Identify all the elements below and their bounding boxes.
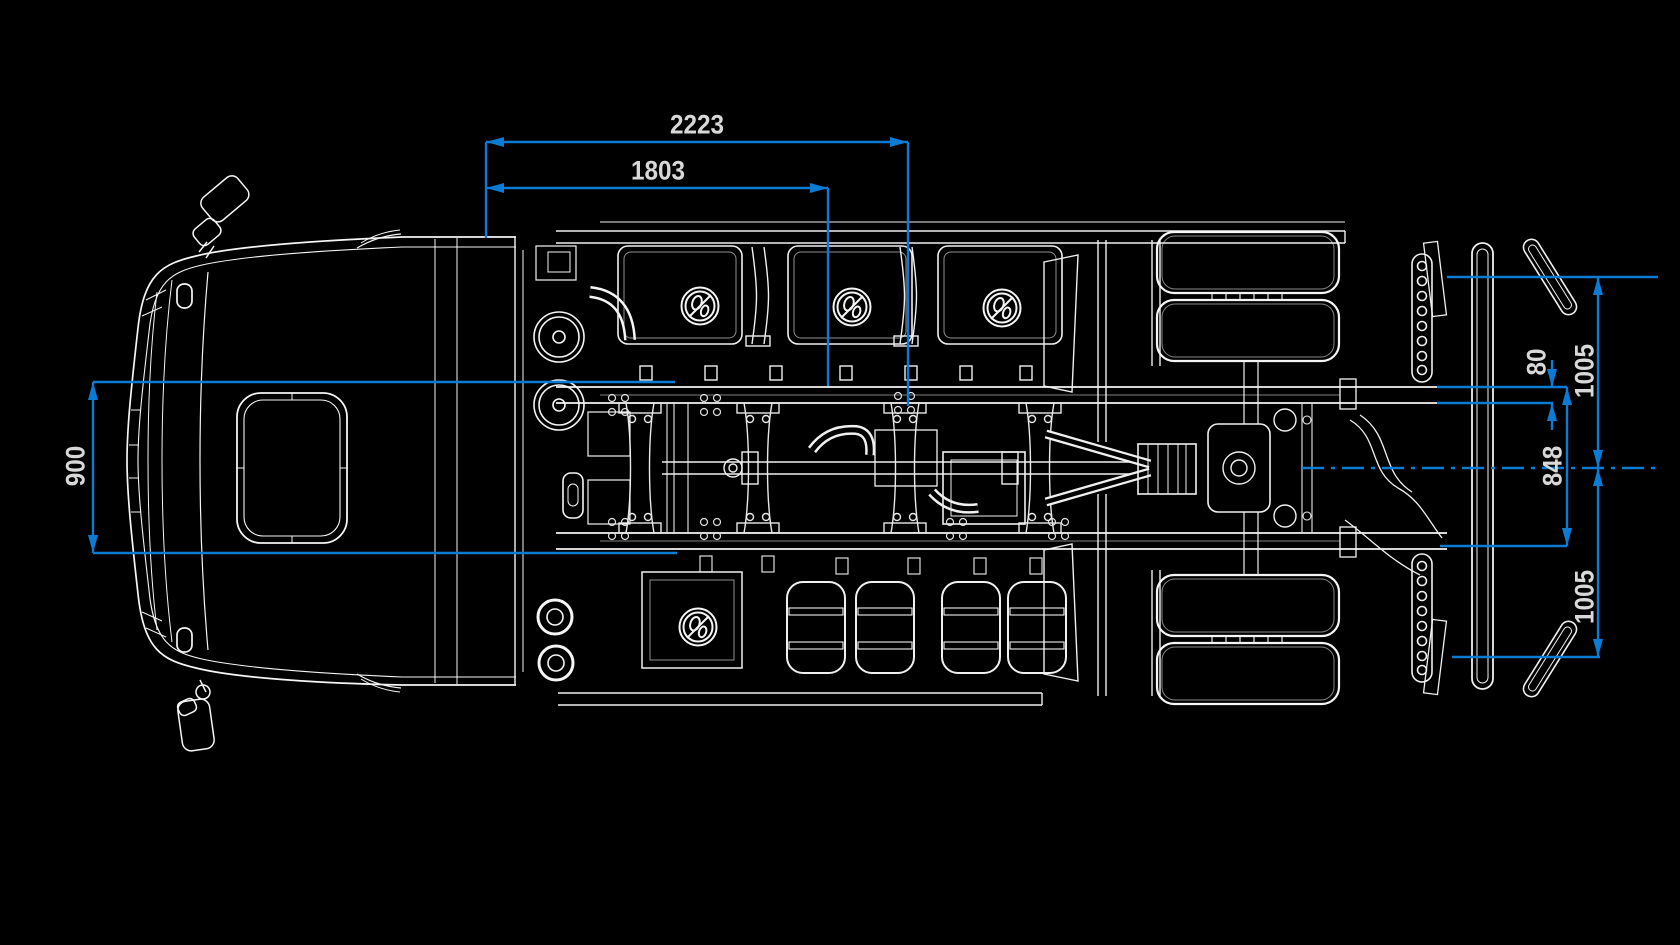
cab-rear-equipment [533,245,636,682]
cross-members [618,402,1313,534]
frame-rails [556,378,1447,558]
bottom-equipment [641,555,1067,674]
dimension-label-900: 900 [60,445,91,487]
air-tanks-top [617,245,1063,381]
frame-web-holes [607,391,1070,541]
rear-suspension [1043,240,1443,696]
mirrors [176,175,250,752]
dimension-lines [91,140,1658,659]
cab-sunroof [236,392,348,544]
dimension-label-1005-lower: 1005 [1569,569,1600,625]
dimension-label-2223: 2223 [669,109,725,140]
rear-wheels [1155,230,1341,706]
dimension-label-1803: 1803 [630,155,686,186]
driveline [587,411,1145,525]
dimension-arrows [88,137,1603,657]
dimension-label-848: 848 [1537,445,1568,487]
cab-outline [126,229,524,693]
dimension-label-1005-upper: 1005 [1569,343,1600,399]
dimension-label-80: 80 [1521,348,1552,376]
